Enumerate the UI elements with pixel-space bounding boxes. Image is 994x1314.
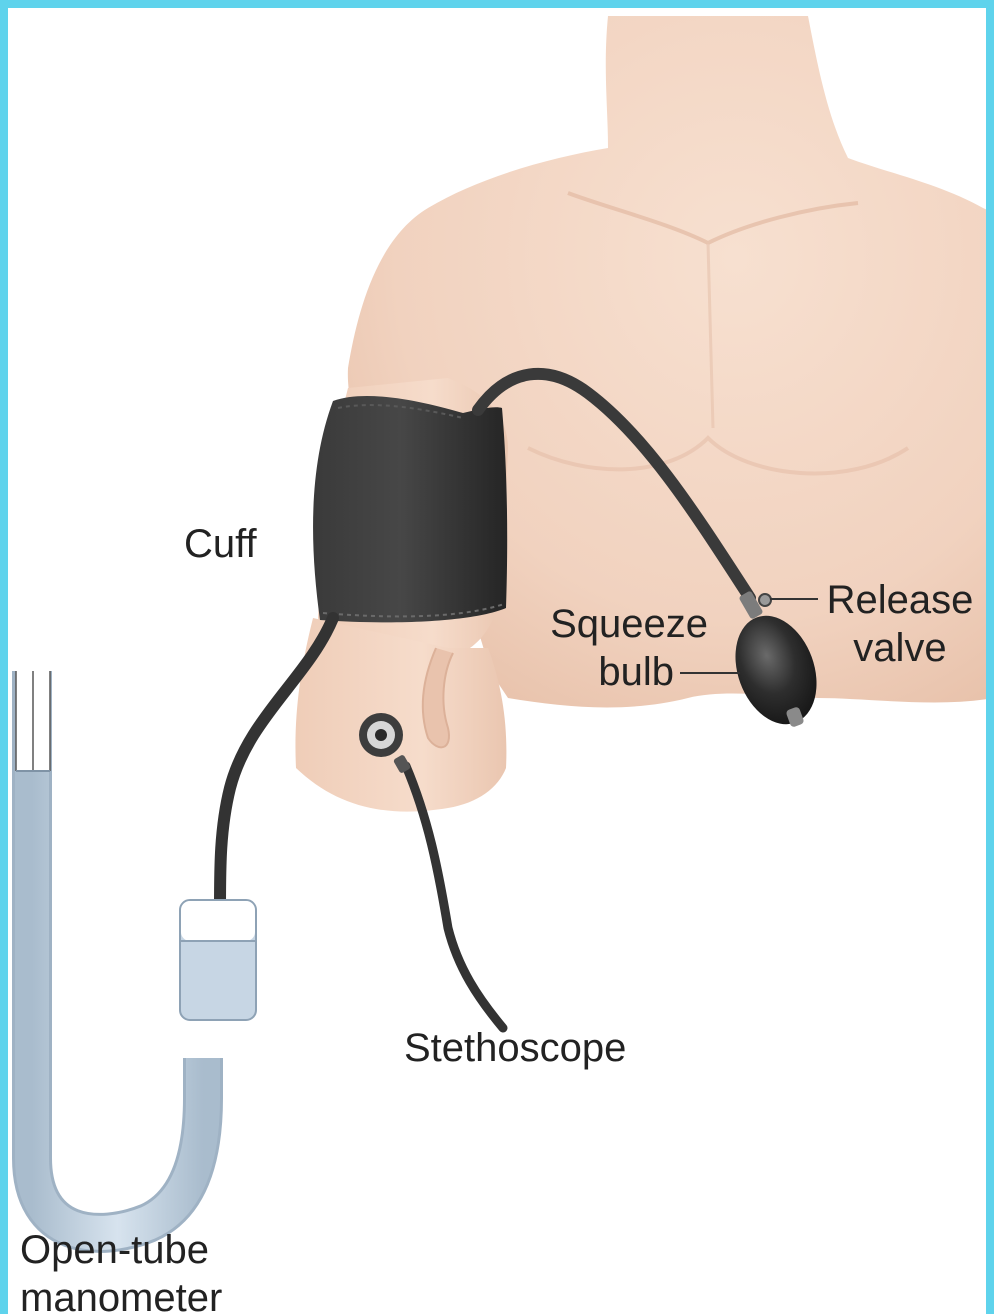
squeeze-bulb-line-1: Squeeze <box>534 602 708 646</box>
cuff <box>313 396 507 622</box>
squeeze-bulb-line-2: bulb <box>534 650 708 694</box>
release-valve-label: Release valve <box>820 578 980 670</box>
forearm <box>295 618 506 812</box>
release-valve-line-2: valve <box>820 626 980 670</box>
manometer-line-2: manometer <box>20 1276 222 1314</box>
manometer-line-1: Open-tube <box>20 1228 222 1272</box>
squeeze-bulb-label: Squeeze bulb <box>534 602 708 694</box>
cuff-label: Cuff <box>184 522 257 566</box>
manometer-u-tube <box>32 671 203 1233</box>
manometer-label: Open-tube manometer <box>20 1228 222 1314</box>
release-valve-line-1: Release <box>820 578 980 622</box>
stethoscope-label: Stethoscope <box>404 1026 626 1070</box>
